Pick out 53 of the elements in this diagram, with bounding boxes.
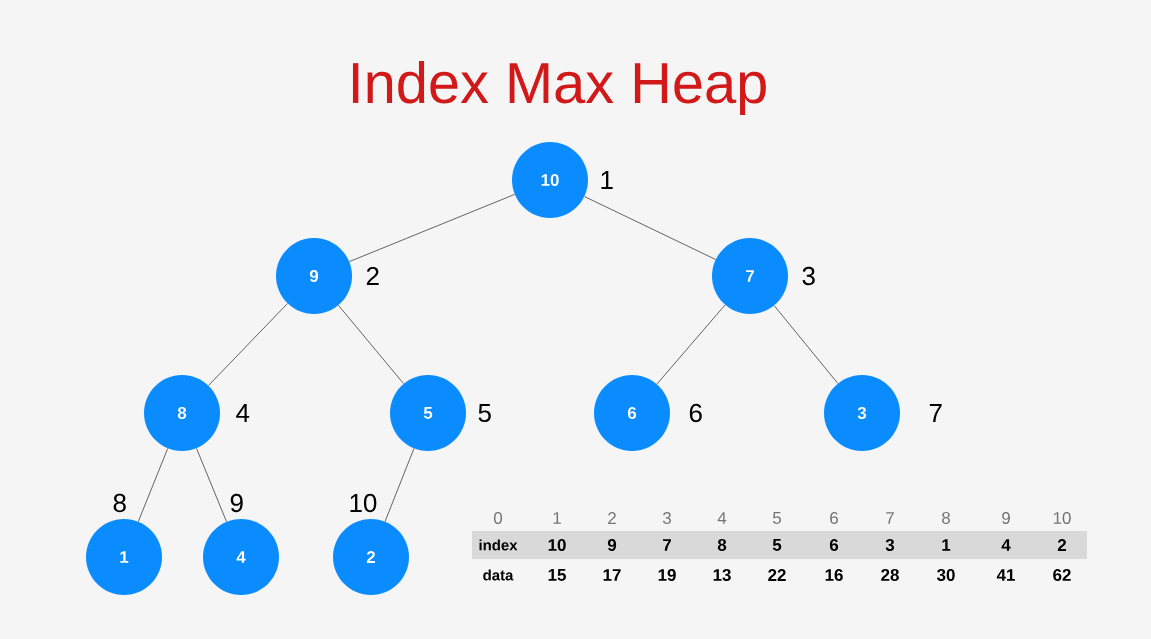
table-cell: 17 [603, 569, 621, 581]
table-cell: 6 [829, 539, 839, 551]
table-cell: 8 [942, 512, 950, 524]
table-cell: 4 [1001, 539, 1011, 551]
table-cell: 30 [936, 569, 955, 581]
table-cell: 7 [886, 512, 894, 524]
tree-edge [338, 305, 404, 384]
table-cell: 4 [717, 512, 727, 524]
position-number: 2 [366, 266, 379, 286]
table-cell: 1 [942, 539, 951, 551]
table-cell: 1 [553, 512, 561, 524]
table-cell: index [479, 539, 518, 551]
table-cell: 9 [1002, 512, 1010, 524]
table-cell: 28 [881, 569, 899, 581]
table-cell: 3 [885, 539, 895, 551]
table-cell: data [483, 569, 514, 581]
tree-edge [384, 448, 415, 522]
position-number: 9 [230, 493, 243, 513]
table-cell: 10 [1053, 512, 1071, 524]
position-number: 4 [236, 404, 250, 422]
tree-edge [138, 448, 169, 522]
position-number: 8 [113, 493, 126, 513]
tree-edge [656, 304, 726, 385]
table-cell: 3 [662, 512, 671, 524]
table-cell: 13 [713, 569, 731, 581]
tree-edge [208, 303, 288, 386]
table-cell: 7 [663, 539, 671, 551]
table-cell: 2 [608, 512, 616, 524]
position-number: 6 [689, 403, 702, 423]
table-cell: 19 [658, 569, 676, 581]
title: Index Max Heap [352, 61, 766, 115]
table-cell: 22 [768, 569, 786, 581]
table-cell: 41 [996, 569, 1015, 581]
position-number: 5 [478, 403, 491, 423]
table-cell: 16 [825, 569, 843, 581]
table-cell: 9 [607, 539, 617, 551]
table-cell: 0 [493, 512, 503, 524]
table-cell: 15 [548, 569, 566, 581]
position-number: 10 [350, 493, 377, 513]
table-cell: 8 [717, 539, 727, 551]
table-cell: 10 [548, 539, 566, 551]
tree-edge [584, 196, 716, 260]
position-number: 7 [929, 404, 942, 422]
tree-edge [196, 448, 227, 522]
table-cell: 2 [1057, 539, 1067, 551]
table-cell: 5 [772, 539, 782, 551]
table-cell: 5 [772, 512, 781, 524]
table-cell: 6 [830, 512, 838, 524]
table-cell: 62 [1053, 569, 1071, 581]
position-number: 1 [601, 171, 613, 189]
position-number: 3 [802, 266, 815, 286]
tree-edge [349, 194, 515, 262]
tree-edge [773, 305, 839, 384]
